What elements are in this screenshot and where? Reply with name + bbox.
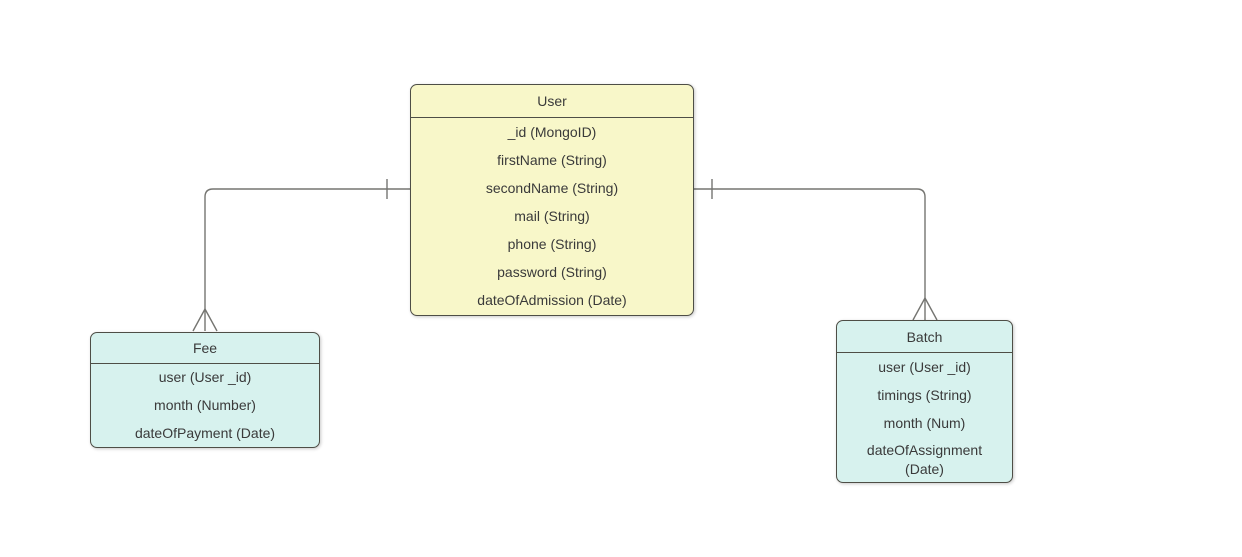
field-row: month (Number) xyxy=(154,397,256,414)
entity-batch-title: Batch xyxy=(837,321,1012,353)
entity-fee[interactable]: Fee user (User _id) month (Number) dateO… xyxy=(90,332,320,448)
field-row: dateOfAdmission (Date) xyxy=(477,292,627,309)
entity-fee-fields: user (User _id) month (Number) dateOfPay… xyxy=(91,364,319,447)
field-row: mail (String) xyxy=(514,208,590,225)
field-row: firstName (String) xyxy=(497,151,607,168)
entity-fee-title: Fee xyxy=(91,333,319,364)
field-row: _id (MongoID) xyxy=(507,123,597,140)
field-row: dateOfPayment (Date) xyxy=(134,424,276,441)
crows-foot-many-icon xyxy=(192,308,218,332)
entity-batch[interactable]: Batch user (User _id) timings (String) m… xyxy=(836,320,1013,483)
relationship-user-batch[interactable] xyxy=(694,179,938,321)
connector-line[interactable] xyxy=(204,188,410,331)
field-row: user (User _id) xyxy=(878,358,971,375)
field-row: secondName (String) xyxy=(485,179,619,196)
field-row: month (Num) xyxy=(883,414,966,431)
field-row: phone (String) xyxy=(507,236,597,253)
relationship-user-fee[interactable] xyxy=(192,179,410,332)
entity-user-title: User xyxy=(411,85,693,118)
entity-user[interactable]: User _id (MongoID) firstName (String) se… xyxy=(410,84,694,316)
crows-foot-many-icon xyxy=(912,297,938,321)
field-row: timings (String) xyxy=(877,386,972,403)
entity-user-fields: _id (MongoID) firstName (String) secondN… xyxy=(411,118,693,315)
field-row: user (User _id) xyxy=(158,369,252,386)
field-row: dateOfAssignment (Date) xyxy=(866,441,983,477)
entity-batch-fields: user (User _id) timings (String) month (… xyxy=(837,353,1012,482)
connector-line[interactable] xyxy=(694,188,926,320)
field-row: password (String) xyxy=(497,264,607,281)
